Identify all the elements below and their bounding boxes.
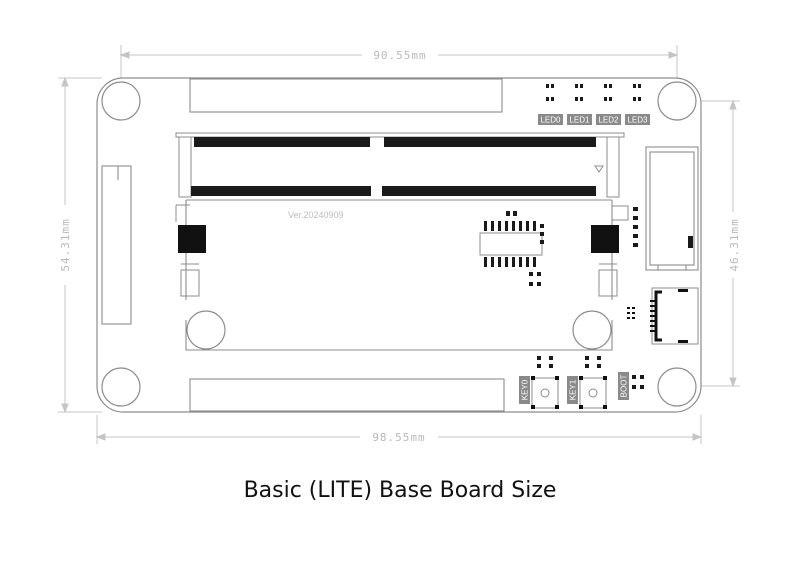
led-label-bg-3 [625, 114, 650, 125]
bottom-header [189, 378, 505, 412]
dim-top-label: 90.55mm [373, 49, 426, 62]
right-connector-pads [633, 207, 693, 248]
diagram-caption: Basic (LITE) Base Board Size [243, 478, 557, 503]
led-label-bg-1 [567, 114, 592, 125]
button-key1 [579, 356, 607, 409]
key-labels: KEY0 KEY1 BOOT [519, 372, 629, 404]
dim-left-label: 54.31mm [59, 218, 72, 271]
mounting-hole-inner-right [572, 310, 612, 350]
mounting-hole-top-left [101, 81, 141, 121]
side-brackets [180, 263, 618, 297]
connector-lower [175, 186, 629, 222]
latch-left [178, 225, 206, 253]
dimension-bottom [95, 415, 703, 444]
latch-right [591, 225, 619, 253]
headers [101, 78, 505, 412]
led-pads [546, 84, 641, 101]
key-label-0: KEY0 [521, 379, 530, 400]
key-label-2: BOOT [620, 375, 629, 398]
right-connector [645, 146, 699, 271]
button-key0 [531, 356, 559, 409]
led-label-2: LED2 [598, 116, 619, 125]
key-label-1: KEY1 [569, 379, 578, 400]
dimension-right [698, 99, 740, 388]
version-label: Ver.20240909 [288, 210, 344, 220]
dimension-left [58, 76, 102, 414]
led-label-1: LED1 [569, 116, 590, 125]
dim-right-label: 46.31mm [728, 218, 741, 271]
boot-pads [632, 375, 644, 389]
board-outline [96, 77, 702, 413]
mounting-hole-top-right [657, 81, 697, 121]
dimension-top [119, 45, 679, 78]
key-label-bg-1 [567, 376, 578, 404]
led-label-bg-0 [538, 114, 563, 125]
mounting-hole-inner-left [186, 310, 226, 350]
dim-bottom-label: 98.55mm [372, 431, 425, 444]
top-header [189, 78, 503, 113]
mounting-hole-bottom-left [101, 367, 141, 407]
led-label-3: LED3 [627, 116, 648, 125]
led-label-bg-2 [596, 114, 621, 125]
board-drawing: 90.55mm 98.55mm 54.31mm 46.31mm [58, 45, 741, 444]
mounting-hole-bottom-right [657, 367, 697, 407]
ic-chip [479, 211, 544, 286]
left-header [101, 165, 132, 325]
usb-connector [627, 287, 699, 345]
led-labels: LED0 LED1 LED2 LED3 [538, 114, 650, 125]
connector-upper [175, 132, 625, 198]
led-label-0: LED0 [540, 116, 561, 125]
key-label-bg-2 [618, 372, 629, 400]
mounting-holes [101, 81, 697, 407]
key-label-bg-0 [519, 376, 530, 404]
